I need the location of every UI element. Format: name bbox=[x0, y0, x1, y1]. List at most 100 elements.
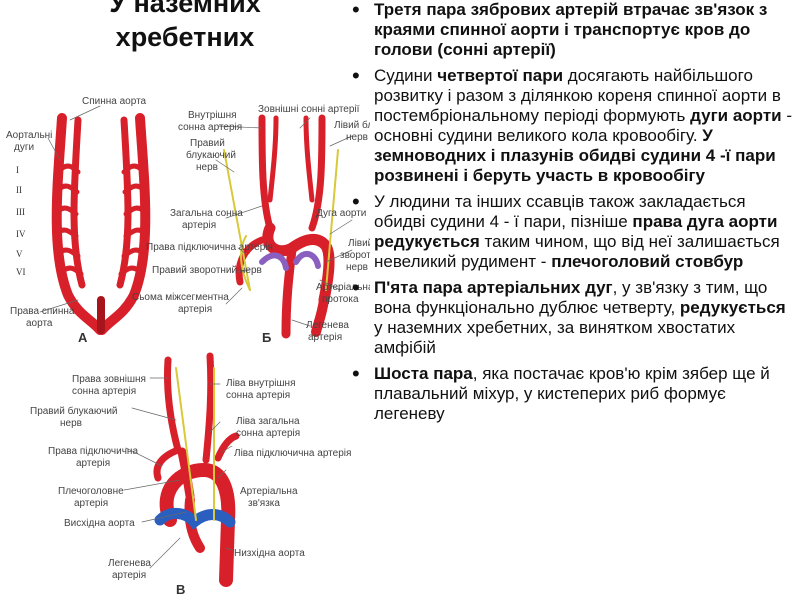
c-label-pulmonary: Легенева bbox=[108, 558, 151, 569]
b-ext-carotid-r bbox=[303, 115, 315, 203]
bullet-item: Судини четвертої пари досягають найбільш… bbox=[350, 66, 796, 186]
a-roman-2: II bbox=[16, 185, 22, 195]
b-label-common-carotid-2: артерія bbox=[182, 220, 216, 231]
b-left-carotid bbox=[258, 114, 274, 232]
b-purple-vessels bbox=[259, 250, 321, 271]
c-aortic-arch bbox=[159, 462, 236, 587]
c-label-left-common-carotid-2: сонна артерія bbox=[236, 428, 300, 439]
bullet-text: у наземних хребетних, за винятком хвоста… bbox=[374, 318, 736, 357]
bullet-text: У людини та інших ссавців також закладає… bbox=[374, 192, 746, 231]
b-label-pulmonary-2: артерія bbox=[308, 332, 342, 343]
b-label-internal-carotid-2: сонна артерія bbox=[178, 122, 242, 133]
slide-title: У наземних хребетних bbox=[20, 0, 350, 54]
a-label-right-dorsal: Права спинна bbox=[10, 306, 75, 317]
bullet-bold-text: Шоста пара bbox=[374, 364, 473, 383]
b-label-intersegmental-2: артерія bbox=[178, 304, 212, 315]
a-roman-4: IV bbox=[16, 229, 26, 239]
b-label-right-subclavian: Права підключична артерія bbox=[146, 242, 273, 253]
bullet-bold-text: У земноводних і плазунів обидві судини 4… bbox=[374, 126, 776, 185]
bullet-text: , у зв'язку з тим, що вона функціонально… bbox=[374, 278, 768, 317]
c-left-carotid bbox=[202, 352, 215, 464]
b-label-common-carotid: Загальна сонна bbox=[170, 208, 243, 219]
bullet-item: Третя пара зябрових артерій втрачає зв'я… bbox=[350, 0, 796, 60]
bullet-bold-text: дуги аорти bbox=[690, 106, 782, 125]
bullet-text: , яка постачає кров'ю крім зябер ще й пл… bbox=[374, 364, 770, 423]
diagram-a bbox=[39, 105, 151, 335]
bullet-text: Судини bbox=[374, 66, 438, 85]
c-label-arterial-ligament: Артеріальна bbox=[240, 486, 298, 497]
a-roman-6: VI bbox=[16, 267, 26, 277]
a-label-dorsal-aorta: Спинна аорта bbox=[82, 96, 147, 107]
c-label-left-common-carotid: Ліва загальна bbox=[236, 416, 300, 427]
b-right-carotid bbox=[308, 114, 326, 232]
c-label-brachiocephalic-2: артерія bbox=[74, 498, 108, 509]
b-label-right-vagus: Правий bbox=[190, 138, 225, 149]
b-label-right-vagus-3: нерв bbox=[196, 162, 218, 173]
bullet-bold-text: четвертої пари bbox=[437, 66, 564, 85]
c-label-right-vagus: Правий блукаючий bbox=[30, 405, 118, 417]
c-label-descending-aorta: Низхідна аорта bbox=[234, 548, 305, 559]
c-label-right-external-carotid-2: сонна артерія bbox=[72, 386, 136, 397]
a-roman-1: I bbox=[16, 165, 19, 175]
a-right-ventral bbox=[116, 116, 132, 289]
c-label-left-internal-carotid-2: сонна артерія bbox=[226, 390, 290, 401]
c-left-subclavian bbox=[214, 432, 240, 462]
c-label-right-vagus-2: нерв bbox=[60, 418, 82, 429]
a-label-aortic-arches-2: дуги bbox=[14, 142, 34, 153]
bullet-list: Третя пара зябрових артерій втрачає зв'я… bbox=[350, 0, 796, 600]
b-letter: Б bbox=[262, 330, 271, 345]
bullet-bold-text: Третя пара зябрових артерій втрачає зв'я… bbox=[374, 0, 768, 59]
bullet-text: - основні судини великого кола кровообіг… bbox=[374, 106, 792, 145]
b-recurrent bbox=[240, 235, 251, 291]
a-label-aortic-arches: Аортальні bbox=[6, 130, 52, 141]
b-label-pulmonary: Легенева bbox=[306, 320, 349, 331]
c-pulmonary-vessels bbox=[154, 508, 236, 530]
c-right-carotid bbox=[164, 356, 182, 454]
b-label-external-carotid: Зовнішні сонні артерії bbox=[258, 104, 360, 115]
b-left-vagus bbox=[325, 149, 339, 291]
a-letter: А bbox=[78, 330, 88, 345]
c-label-left-internal-carotid: Ліва внутрішня bbox=[226, 378, 295, 389]
bullet-bold-text: права дуга аорти редукується bbox=[374, 212, 778, 251]
a-arches bbox=[53, 163, 149, 277]
c-label-pulmonary-2: артерія bbox=[112, 570, 146, 581]
c-label-ascending-aorta: Висхідна аорта bbox=[64, 518, 135, 529]
b-label-arterial-duct-2: протока bbox=[322, 294, 359, 305]
bullet-item: П'ята пара артеріальних дуг, у зв'язку з… bbox=[350, 278, 796, 358]
aortic-arches-figure: Спинна аорта Аортальні дуги I II III IV … bbox=[6, 96, 370, 597]
b-label-arterial-duct: Артеріальна bbox=[316, 282, 370, 293]
c-label-arterial-ligament-2: зв'язка bbox=[248, 498, 280, 509]
c-label-right-external-carotid: Права зовнішня bbox=[72, 374, 146, 385]
slide-title-line-2: хребетних bbox=[115, 22, 255, 52]
bullet-item: Шоста пара, яка постачає кров'ю крім зяб… bbox=[350, 364, 796, 424]
bullet-bold-text: П'ята пара артеріальних дуг bbox=[374, 278, 613, 297]
bullet-bold-text: плечоголовий стовбур bbox=[551, 252, 744, 271]
a-roman-5: V bbox=[16, 249, 23, 259]
c-letter: В bbox=[176, 582, 185, 597]
bullet-bold-text: редукується bbox=[679, 298, 786, 317]
c-vagus-r bbox=[175, 367, 197, 521]
b-label-right-recurrent: Правий зворотний нерв bbox=[152, 265, 262, 276]
b-pulmonary bbox=[281, 245, 297, 339]
b-label-aortic-arch: Дуга аорти bbox=[316, 208, 366, 219]
c-label-left-subclavian: Ліва підключична артерія bbox=[234, 448, 351, 459]
b-descending bbox=[311, 295, 329, 337]
a-roman-3: III bbox=[16, 207, 25, 217]
a-left-ventral bbox=[70, 116, 86, 289]
c-label-right-subclavian-2: артерія bbox=[76, 458, 110, 469]
b-label-internal-carotid: Внутрішня bbox=[188, 110, 237, 121]
diagram-b bbox=[215, 114, 353, 339]
bullet-text: таким чином, що від неї залишається неве… bbox=[374, 232, 780, 271]
b-label-intersegmental: Сьома міжсегментна bbox=[132, 292, 229, 303]
bullet-item: У людини та інших ссавців також закладає… bbox=[350, 192, 796, 272]
diagram-c bbox=[123, 352, 240, 587]
b-right-vagus bbox=[223, 149, 251, 291]
b-ext-carotid-l bbox=[267, 115, 279, 203]
slide-title-line-1: У наземних bbox=[109, 0, 261, 18]
b-label-right-vagus-2: блукаючий bbox=[186, 149, 236, 161]
bullet-text: досягають найбільшого розвитку і разом з… bbox=[374, 66, 781, 125]
c-label-right-subclavian: Права підключична bbox=[48, 446, 138, 457]
c-label-brachiocephalic: Плечоголовне bbox=[58, 486, 124, 497]
a-label-right-dorsal-2: аорта bbox=[26, 318, 53, 329]
c-right-subclavian bbox=[153, 446, 182, 482]
